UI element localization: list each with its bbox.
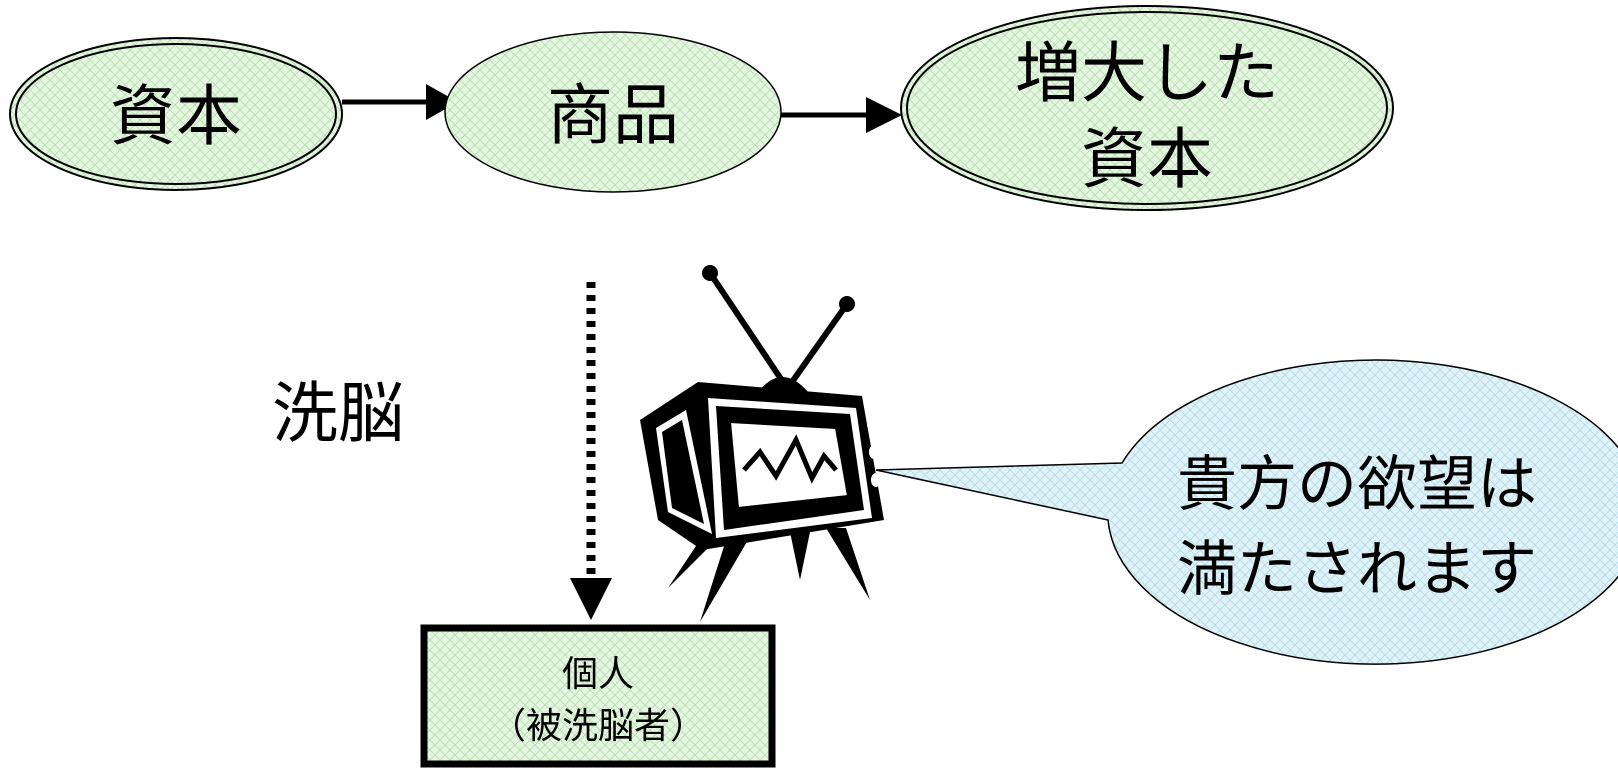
arrow-commodity-to-increased-capital	[781, 97, 902, 133]
individual-box: 個人 （被洗脳者）	[420, 624, 776, 768]
brainwash-arrow	[570, 282, 612, 620]
node-capital-label: 資本	[110, 78, 242, 155]
speech-line2: 満たされます	[1177, 535, 1537, 605]
brainwash-label: 洗脳	[272, 375, 404, 452]
node-commodity: 商品	[444, 31, 782, 193]
node-increased-capital-line1: 増大した	[1015, 35, 1279, 112]
node-capital: 資本	[9, 37, 343, 191]
arrow-capital-to-commodity	[342, 84, 458, 120]
node-increased-capital-line2: 資本	[1081, 121, 1213, 198]
individual-line1: 個人	[562, 654, 634, 695]
individual-line2: （被洗脳者）	[490, 706, 706, 747]
speech-bubble: 貴方の欲望は 満たされます	[875, 359, 1618, 665]
speech-line1: 貴方の欲望は	[1177, 450, 1537, 520]
node-increased-capital: 増大した 資本	[900, 5, 1394, 211]
television-icon	[640, 265, 884, 622]
node-commodity-label: 商品	[547, 77, 679, 154]
